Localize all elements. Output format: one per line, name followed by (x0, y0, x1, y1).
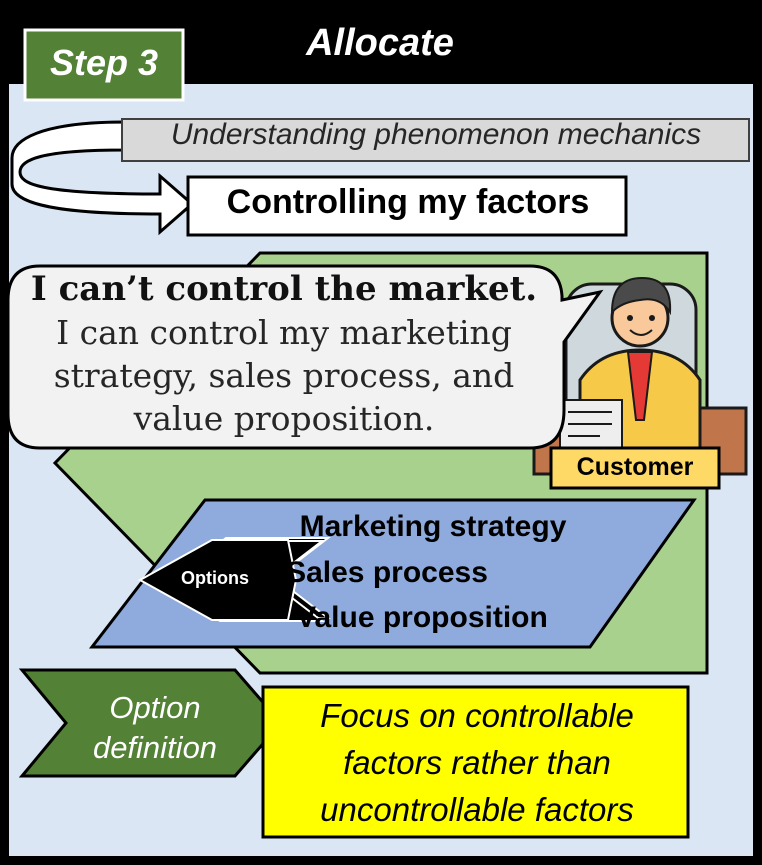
step-label: Step 3 (49, 42, 159, 83)
option-definition-line-1: Option (109, 690, 201, 725)
step-badge (23, 28, 185, 102)
option-item-sales: Sales process (286, 556, 488, 589)
speech-line-3: value proposition. (133, 399, 435, 438)
speech-bubble (6, 264, 604, 450)
speech-bold-line: I can’t control the market. (30, 269, 538, 309)
cycle-arrow (10, 120, 195, 236)
focus-box (261, 685, 690, 839)
options-label: Options (181, 568, 249, 588)
customer-label-box (549, 446, 721, 490)
option-definition-label: Option definition (60, 688, 250, 768)
focus-line-2: factors rather than (343, 744, 611, 781)
options-diamond-stack (137, 537, 331, 622)
option-item-marketing: Marketing strategy (299, 510, 567, 543)
understanding-label: Understanding phenomenon mechanics (170, 118, 702, 151)
controlling-label: Controlling my factors (226, 183, 590, 221)
speech-line-2: strategy, sales process, and (53, 356, 515, 395)
focus-line-3: uncontrollable factors (320, 791, 634, 828)
option-item-value: Value proposition (296, 601, 548, 634)
option-definition-line-2: definition (92, 730, 218, 765)
speech-line-1: I can control my marketing (56, 313, 512, 352)
understanding-banner (121, 118, 750, 162)
option-definition-chevron (18, 668, 283, 778)
speech-bubble-text: I can’t control the market. I can contro… (14, 268, 554, 440)
diagram-title: Allocate (306, 22, 454, 64)
controlling-box (186, 175, 628, 237)
customer-label: Customer (576, 453, 694, 481)
focus-line-1: Focus on controllable (320, 697, 634, 734)
focus-text: Focus on controllable factors rather tha… (268, 692, 686, 833)
